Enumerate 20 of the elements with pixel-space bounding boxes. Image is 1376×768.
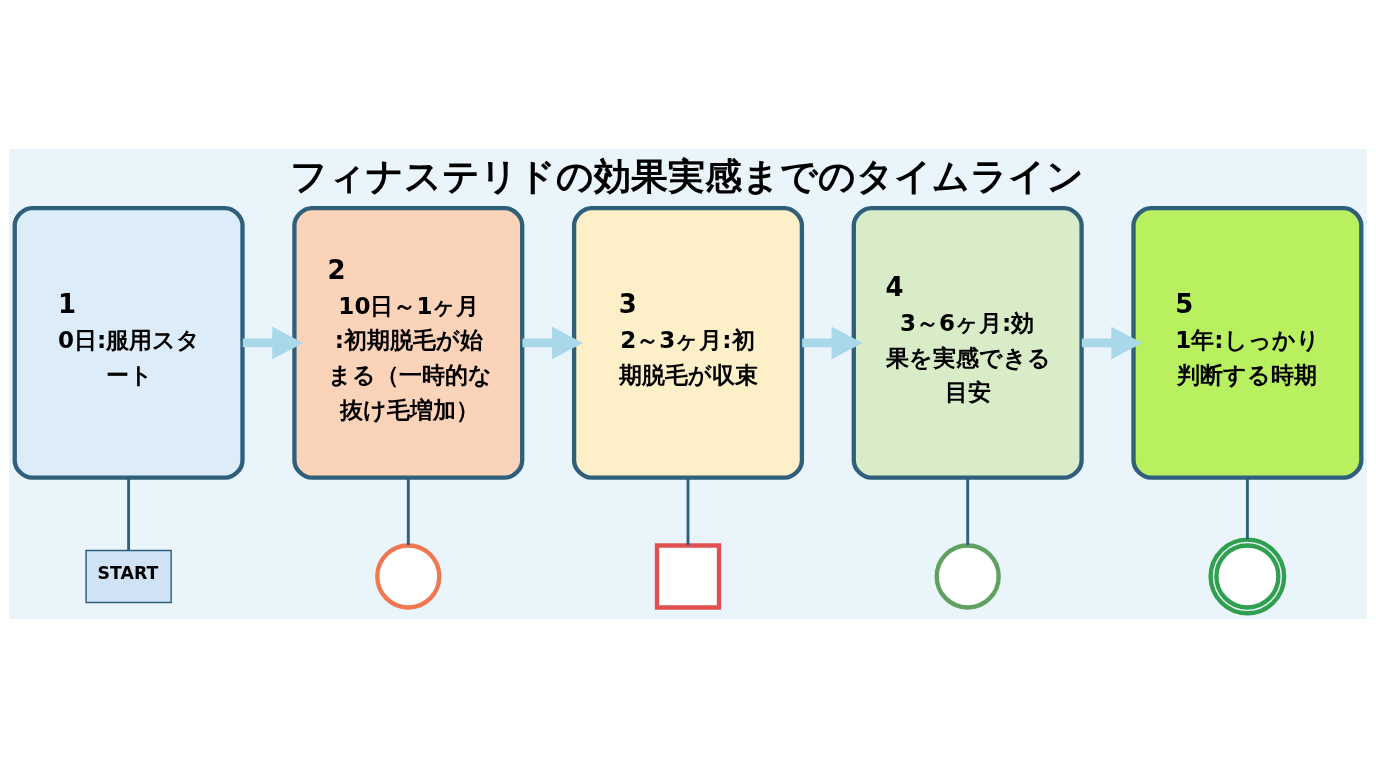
arrow xyxy=(522,326,583,360)
node-box: 2 10日～1ヶ月:初期脱毛が始まる（一時的な抜け毛増加） xyxy=(292,205,525,480)
arrow xyxy=(802,326,863,360)
connector xyxy=(966,477,970,546)
node-clock xyxy=(375,543,442,610)
node-box: 4 3～6ヶ月:効果を実感できる目安 xyxy=(851,205,1084,480)
diagram-title: フィナステリドの効果実感までのタイムライン xyxy=(290,154,1085,199)
connector xyxy=(1245,477,1249,540)
node-target xyxy=(1208,537,1287,616)
arrow xyxy=(1081,326,1143,360)
node-magnifier xyxy=(934,543,1001,610)
arrow xyxy=(242,326,304,360)
connector xyxy=(406,477,410,546)
node-box: 1 0日:服用スタート xyxy=(12,205,245,480)
node-box: 3 2～3ヶ月:初期脱毛が収束 xyxy=(571,205,805,480)
node-calendar xyxy=(654,543,722,610)
connector xyxy=(686,477,690,546)
node-box: START xyxy=(85,549,172,604)
node-box: 5 1年:しっかり判断する時期 xyxy=(1131,205,1364,480)
connector xyxy=(127,477,131,551)
